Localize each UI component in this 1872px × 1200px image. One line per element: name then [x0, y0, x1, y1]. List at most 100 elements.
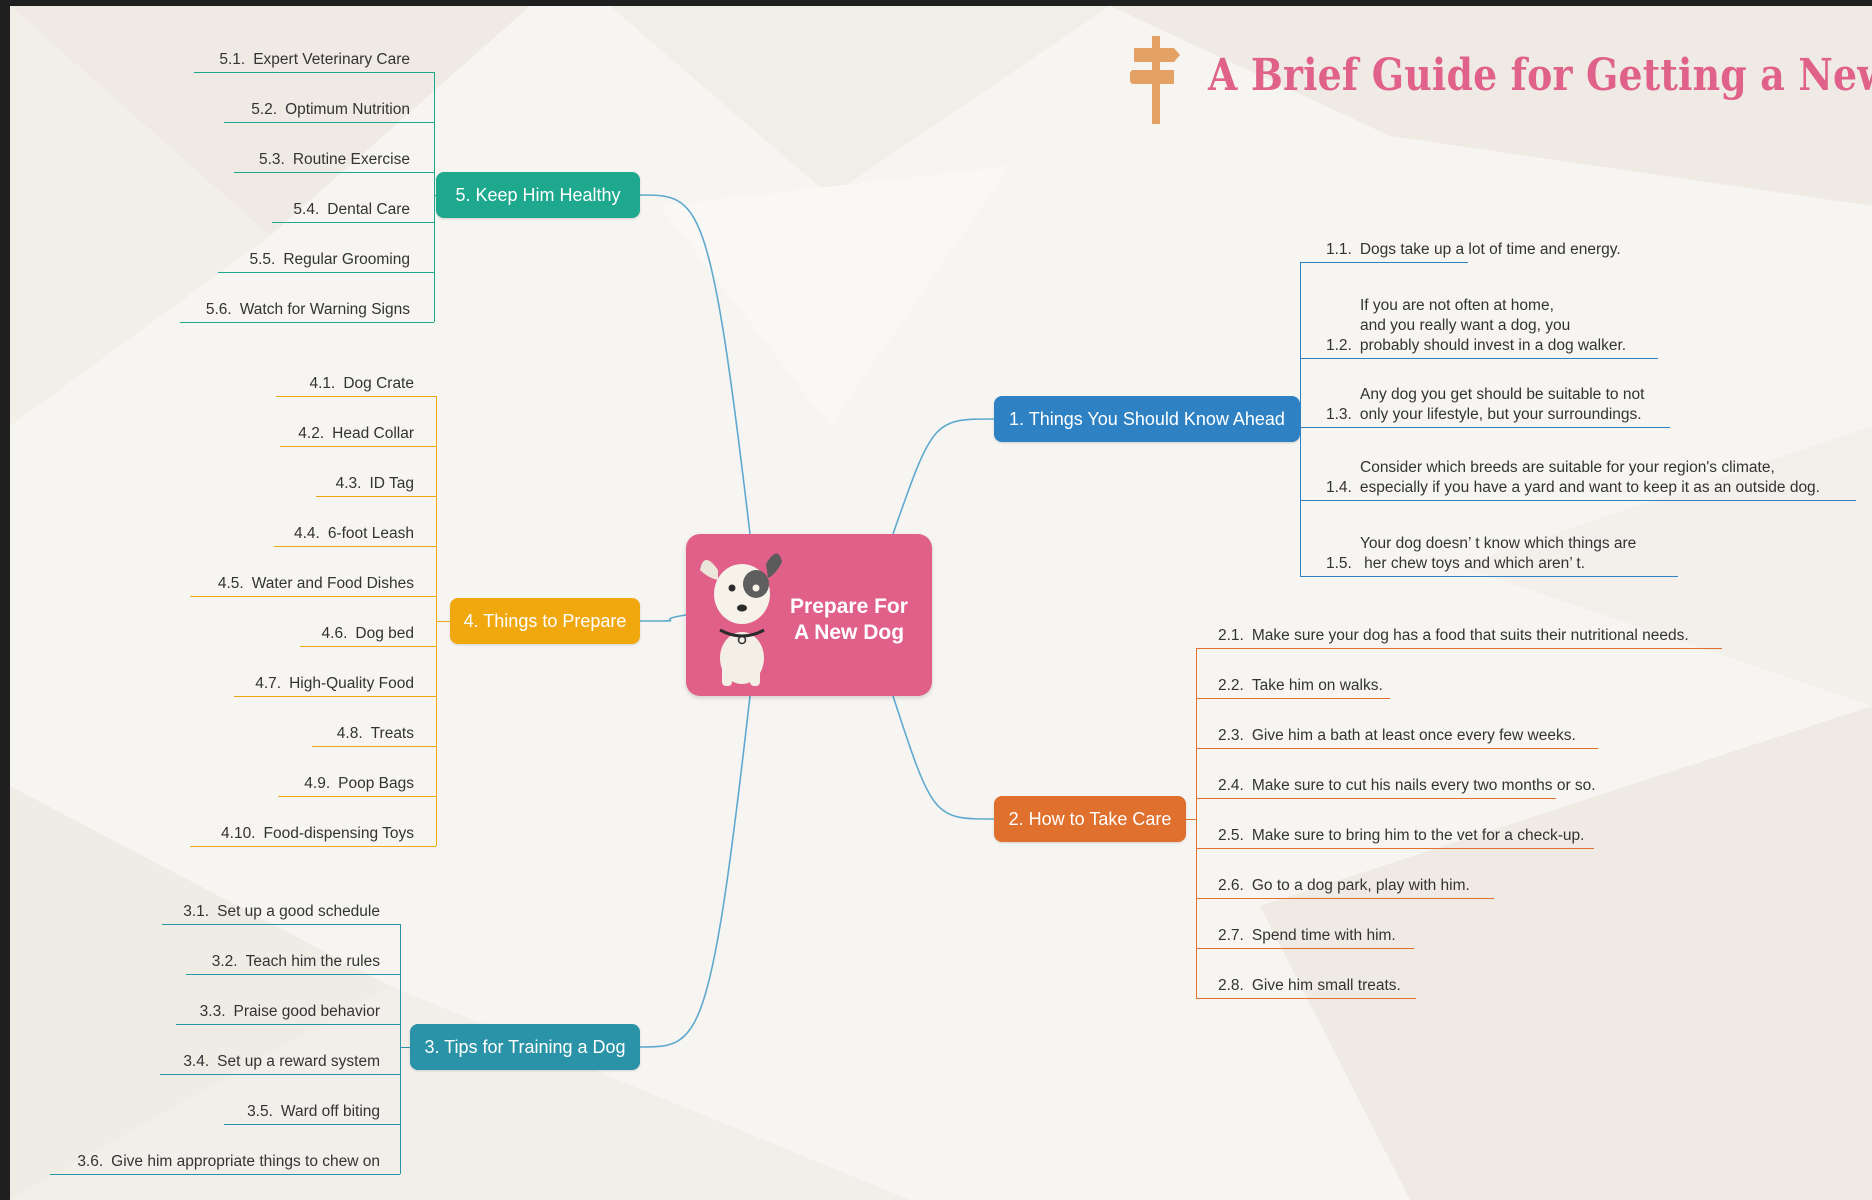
- leaf-b2-3[interactable]: 2.3.Give him a bath at least once every …: [1218, 726, 1576, 746]
- leaf-text: Take him on walks.: [1251, 677, 1383, 694]
- leaf-b3-3[interactable]: 3.3.Praise good behavior: [200, 1002, 380, 1022]
- leaf-underline: [190, 596, 436, 597]
- leaf-b5-5[interactable]: 5.5.Regular Grooming: [249, 250, 410, 270]
- leaf-line: 4.2.Head Collar: [298, 424, 414, 444]
- branch-node-b3[interactable]: 3. Tips for Training a Dog: [410, 1024, 640, 1070]
- leaf-b5-1[interactable]: 5.1.Expert Veterinary Care: [219, 50, 410, 70]
- connector-b2: [892, 695, 995, 820]
- leaf-b5-3[interactable]: 5.3. Routine Exercise: [259, 150, 410, 170]
- branch-spine-b5: [434, 72, 435, 322]
- leaf-b3-6[interactable]: 3.6.Give him appropriate things to chew …: [77, 1152, 380, 1172]
- leaf-number: 2.5.: [1218, 827, 1244, 844]
- leaf-underline: [234, 172, 434, 173]
- leaf-underline: [316, 496, 436, 497]
- leaf-text: Treats: [370, 725, 414, 742]
- leaf-b4-1[interactable]: 4.1.Dog Crate: [309, 374, 414, 394]
- leaf-b3-2[interactable]: 3.2.Teach him the rules: [212, 952, 380, 972]
- leaf-b2-5[interactable]: 2.5.Make sure to bring him to the vet fo…: [1218, 826, 1584, 846]
- leaf-b5-6[interactable]: 5.6.Watch for Warning Signs: [206, 300, 410, 320]
- leaf-line: Any dog you get should be suitable to no…: [1326, 385, 1644, 405]
- leaf-line: 5.1.Expert Veterinary Care: [219, 50, 410, 70]
- leaf-line: 1.2.probably should invest in a dog walk…: [1326, 336, 1626, 356]
- branch-stub-b4: [436, 621, 450, 622]
- leaf-b4-2[interactable]: 4.2.Head Collar: [298, 424, 414, 444]
- leaf-underline: [1196, 898, 1494, 899]
- leaf-line: 5.4.Dental Care: [293, 200, 410, 220]
- leaf-number: 2.7.: [1218, 927, 1244, 944]
- leaf-underline: [1300, 262, 1468, 263]
- background-pattern: [10, 6, 1872, 1200]
- branch-node-b5[interactable]: 5. Keep Him Healthy: [436, 172, 640, 218]
- leaf-number: 4.5.: [217, 575, 244, 592]
- leaf-text: Consider which breeds are suitable for y…: [1360, 459, 1775, 476]
- leaf-b4-3[interactable]: 4.3.ID Tag: [336, 474, 414, 494]
- leaf-underline: [1196, 648, 1722, 649]
- leaf-number: 2.2.: [1218, 677, 1244, 694]
- leaf-b5-2[interactable]: 5.2.Optimum Nutrition: [251, 100, 410, 120]
- leaf-b2-1[interactable]: 2.1.Make sure your dog has a food that s…: [1218, 626, 1689, 646]
- leaf-b1-1[interactable]: 1.1.Dogs take up a lot of time and energ…: [1326, 240, 1621, 260]
- leaf-line: 4.3.ID Tag: [336, 474, 414, 494]
- leaf-b4-9[interactable]: 4.9.Poop Bags: [304, 774, 414, 794]
- leaf-b4-5[interactable]: 4.5.Water and Food Dishes: [218, 574, 414, 594]
- leaf-line: 2.8.Give him small treats.: [1218, 976, 1401, 996]
- leaf-b3-5[interactable]: 3.5.Ward off biting: [247, 1102, 380, 1122]
- leaf-b4-4[interactable]: 4.4.6-foot Leash: [294, 524, 414, 544]
- leaf-b2-6[interactable]: 2.6.Go to a dog park, play with him.: [1218, 876, 1470, 896]
- central-topic-label: Prepare For A New Dog: [790, 595, 908, 644]
- leaf-text: High-Quality Food: [289, 675, 414, 692]
- leaf-text: Dog bed: [355, 625, 414, 642]
- leaf-number: 5.3.: [258, 151, 285, 168]
- leaf-line: 3.2.Teach him the rules: [212, 952, 380, 972]
- leaf-text: Poop Bags: [338, 775, 414, 792]
- leaf-b2-7[interactable]: 2.7.Spend time with him.: [1218, 926, 1396, 946]
- dog-illustration: [700, 553, 782, 686]
- central-topic[interactable]: Prepare For A New Dog: [686, 534, 932, 696]
- leaf-b3-4[interactable]: 3.4.Set up a reward system: [183, 1052, 380, 1072]
- leaf-underline: [176, 1024, 400, 1025]
- leaf-number: 4.1.: [309, 375, 336, 392]
- leaf-number: 4.2.: [298, 425, 325, 442]
- leaf-underline: [190, 846, 436, 847]
- leaf-b1-4[interactable]: Consider which breeds are suitable for y…: [1326, 458, 1820, 498]
- leaf-underline: [1196, 748, 1598, 749]
- leaf-line: 4.8.Treats: [337, 724, 414, 744]
- leaf-number: 3.2.: [211, 953, 238, 970]
- leaf-line: 2.5.Make sure to bring him to the vet fo…: [1218, 826, 1584, 846]
- leaf-b1-2[interactable]: If you are not often at home,and you rea…: [1326, 296, 1626, 356]
- leaf-b4-6[interactable]: 4.6.Dog bed: [322, 624, 414, 644]
- leaf-text: probably should invest in a dog walker.: [1359, 337, 1627, 354]
- leaf-text: Optimum Nutrition: [285, 101, 410, 118]
- leaf-text: Routine Exercise: [292, 151, 410, 168]
- leaf-b2-4[interactable]: 2.4.Make sure to cut his nails every two…: [1218, 776, 1596, 796]
- leaf-number: 5.5.: [249, 251, 276, 268]
- leaf-number: 2.4.: [1218, 777, 1244, 794]
- leaf-number: 3.3.: [199, 1003, 226, 1020]
- leaf-underline: [1196, 948, 1414, 949]
- branch-node-b4[interactable]: 4. Things to Prepare: [450, 598, 640, 644]
- branch-node-b1[interactable]: 1. Things You Should Know Ahead: [994, 396, 1300, 442]
- leaf-text: Food-dispensing Toys: [263, 825, 415, 842]
- leaf-b4-10[interactable]: 4.10. Food-dispensing Toys: [221, 824, 414, 844]
- leaf-b2-8[interactable]: 2.8.Give him small treats.: [1218, 976, 1401, 996]
- leaf-underline: [224, 1124, 400, 1125]
- leaf-line: 1.3.only your lifestyle, but your surrou…: [1326, 405, 1644, 425]
- connector-b3: [639, 695, 751, 1048]
- branch-node-b2[interactable]: 2. How to Take Care: [994, 796, 1186, 842]
- leaf-underline: [276, 396, 436, 397]
- leaf-underline: [280, 446, 436, 447]
- leaf-b4-7[interactable]: 4.7.High-Quality Food: [255, 674, 414, 694]
- leaf-b5-4[interactable]: 5.4.Dental Care: [293, 200, 410, 220]
- branch-stub-b3: [400, 1047, 410, 1048]
- leaf-text: and you really want a dog, you: [1360, 317, 1571, 334]
- leaf-b2-2[interactable]: 2.2. Take him on walks.: [1218, 676, 1383, 696]
- leaf-b1-3[interactable]: Any dog you get should be suitable to no…: [1326, 385, 1644, 425]
- leaf-b3-1[interactable]: 3.1.Set up a good schedule: [183, 902, 380, 922]
- leaf-underline: [1300, 427, 1670, 428]
- leaf-text: only your lifestyle, but your surroundin…: [1359, 406, 1642, 423]
- leaf-line: 3.1.Set up a good schedule: [183, 902, 380, 922]
- leaf-number: 4.10.: [221, 825, 256, 842]
- leaf-number: 2.6.: [1218, 877, 1244, 894]
- leaf-b4-8[interactable]: 4.8.Treats: [337, 724, 414, 744]
